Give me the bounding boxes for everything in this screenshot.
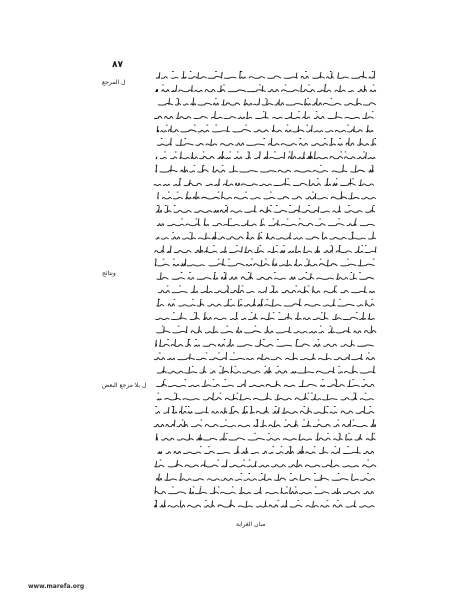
manuscript-line bbox=[157, 284, 375, 294]
script-stroke bbox=[156, 392, 374, 401]
script-stroke bbox=[155, 70, 376, 79]
catchword: مبان الغرابة bbox=[236, 521, 266, 528]
script-stroke bbox=[156, 365, 376, 374]
folio-number: ٨٧ bbox=[112, 60, 123, 70]
manuscript-line bbox=[155, 311, 375, 320]
script-stroke bbox=[155, 84, 377, 93]
script-stroke bbox=[156, 272, 375, 280]
script-stroke bbox=[156, 218, 375, 227]
script-stroke bbox=[157, 284, 375, 294]
script-stroke bbox=[153, 177, 375, 186]
manuscript-line bbox=[155, 70, 376, 79]
manuscript-line bbox=[153, 352, 376, 361]
manuscript-line bbox=[154, 459, 377, 468]
manuscript-line bbox=[155, 151, 376, 160]
script-stroke bbox=[153, 352, 376, 361]
script-stroke bbox=[156, 325, 377, 334]
manuscript-text-block bbox=[152, 66, 378, 518]
manuscript-line bbox=[153, 110, 374, 119]
manuscript-line bbox=[156, 272, 375, 280]
manuscript-line bbox=[154, 338, 374, 347]
script-stroke bbox=[154, 338, 374, 347]
manuscript-line bbox=[157, 191, 376, 200]
script-stroke bbox=[156, 124, 374, 133]
manuscript-line bbox=[155, 164, 374, 173]
manuscript-line bbox=[154, 486, 374, 495]
manuscript-line bbox=[153, 499, 375, 508]
manuscript-line bbox=[157, 445, 375, 454]
manuscript-line bbox=[156, 124, 374, 133]
script-stroke bbox=[155, 311, 375, 320]
handwritten-lines-image bbox=[153, 70, 377, 508]
manuscript-line bbox=[155, 432, 376, 441]
script-stroke bbox=[154, 459, 377, 468]
manuscript-line bbox=[155, 231, 376, 240]
footer-url: www.marefa.org bbox=[28, 583, 85, 590]
manuscript-line bbox=[156, 298, 375, 307]
manuscript-line bbox=[153, 177, 375, 186]
script-stroke bbox=[155, 405, 375, 414]
script-stroke bbox=[155, 473, 376, 481]
script-stroke bbox=[156, 137, 377, 146]
script-stroke bbox=[153, 110, 374, 119]
manuscript-line bbox=[156, 365, 376, 374]
script-stroke bbox=[153, 418, 377, 428]
manuscript-line bbox=[156, 325, 377, 334]
script-stroke bbox=[156, 298, 375, 307]
manuscript-line bbox=[157, 97, 377, 106]
margin-note: ل بلا مرجع البعض bbox=[102, 382, 147, 389]
script-stroke bbox=[154, 245, 377, 253]
script-stroke bbox=[155, 164, 374, 173]
script-stroke bbox=[156, 379, 375, 387]
manuscript-line bbox=[156, 379, 375, 387]
script-stroke bbox=[157, 445, 375, 454]
manuscript-line bbox=[155, 205, 376, 213]
manuscript-line bbox=[154, 258, 375, 267]
manuscript-line bbox=[156, 137, 377, 146]
manuscript-line bbox=[156, 392, 374, 401]
margin-note: ونتائج bbox=[102, 270, 116, 277]
manuscript-line bbox=[155, 405, 375, 414]
manuscript-line bbox=[153, 418, 377, 428]
script-stroke bbox=[157, 97, 377, 106]
script-stroke bbox=[155, 205, 376, 213]
script-stroke bbox=[155, 151, 376, 160]
manuscript-line bbox=[156, 218, 375, 227]
manuscript-line bbox=[154, 245, 377, 253]
script-stroke bbox=[155, 432, 376, 441]
margin-note: ل المرجع bbox=[102, 79, 126, 86]
script-stroke bbox=[155, 231, 376, 240]
script-stroke bbox=[154, 486, 374, 495]
manuscript-line bbox=[155, 84, 377, 93]
script-stroke bbox=[157, 191, 376, 200]
manuscript-line bbox=[155, 473, 376, 481]
script-stroke bbox=[154, 258, 375, 267]
script-stroke bbox=[153, 499, 375, 508]
